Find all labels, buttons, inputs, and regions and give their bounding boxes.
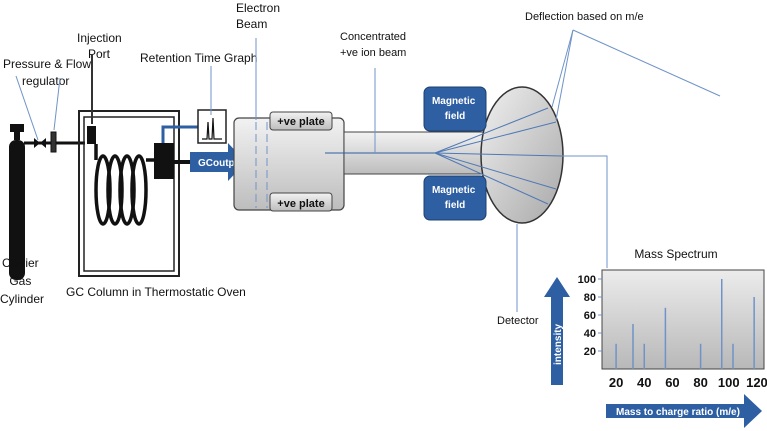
column-outlet-block [154,143,174,179]
positive-plate-top [269,111,333,131]
x-tick-label: 20 [609,375,623,390]
injection-port-label: Injection Port [77,31,125,61]
y-tick-label: 40 [584,328,596,340]
intensity-axis-arrow [544,277,570,385]
carrier-gas-cylinder [9,124,25,280]
deflection-rays [434,107,563,205]
y-tick-label: 20 [584,346,596,358]
x-tick-label: 100 [718,375,740,390]
x-axis-label: Mass to charge ratio (m/e) [616,407,740,418]
mass-spectrum-chart: Mass Spectrum 20 40 60 80 100 20 40 60 80 100 120… [544,247,767,428]
thermostatic-oven [78,110,180,277]
x-tick-label: 120 [746,375,767,390]
svg-text:+ve plate: +ve plate [277,116,324,128]
carrier-gas-label: Carrier Gas Cylinder [0,256,44,306]
gc-output-label: GCoutput [198,158,245,169]
y-tick-label: 80 [584,292,596,304]
x-tick-label: 60 [665,375,679,390]
pressure-regulator-label: Pressure & Flow regulator [3,57,94,88]
magnetic-field-top [423,86,487,132]
svg-text:+ve plate: +ve plate [277,198,324,210]
electron-beam-label: Electron Beam [236,1,283,31]
chart-title: Mass Spectrum [634,247,717,261]
y-tick-label: 60 [584,310,596,322]
flow-regulator [50,131,57,153]
gc-column-label: GC Column in Thermostatic Oven [66,285,246,299]
x-tick-label: 40 [637,375,651,390]
svg-text:Magnetic field: Magnetic field [432,96,478,122]
y-tick-label: 100 [578,274,596,286]
magnetic-field-bottom [423,175,487,221]
gc-column-coil [94,144,154,226]
detector-label: Detector [497,315,539,327]
mass-charge-axis-arrow [606,394,762,428]
deflection-label: Deflection based on m/e [525,11,644,23]
svg-text:Magnetic field: Magnetic field [432,185,478,211]
x-tick-label: 80 [693,375,707,390]
detector-signal-line [562,155,608,268]
y-axis-label: intensity [553,323,564,365]
concentrated-beam-label: Concentrated +ve ion beam [340,31,409,59]
gc-output-arrow [190,143,246,181]
plot-area [601,269,765,370]
injection-port [87,126,96,144]
valve-icon [34,138,46,148]
positive-plate-bottom [269,192,333,212]
retention-time-graph-label: Retention Time Graph [140,51,257,65]
